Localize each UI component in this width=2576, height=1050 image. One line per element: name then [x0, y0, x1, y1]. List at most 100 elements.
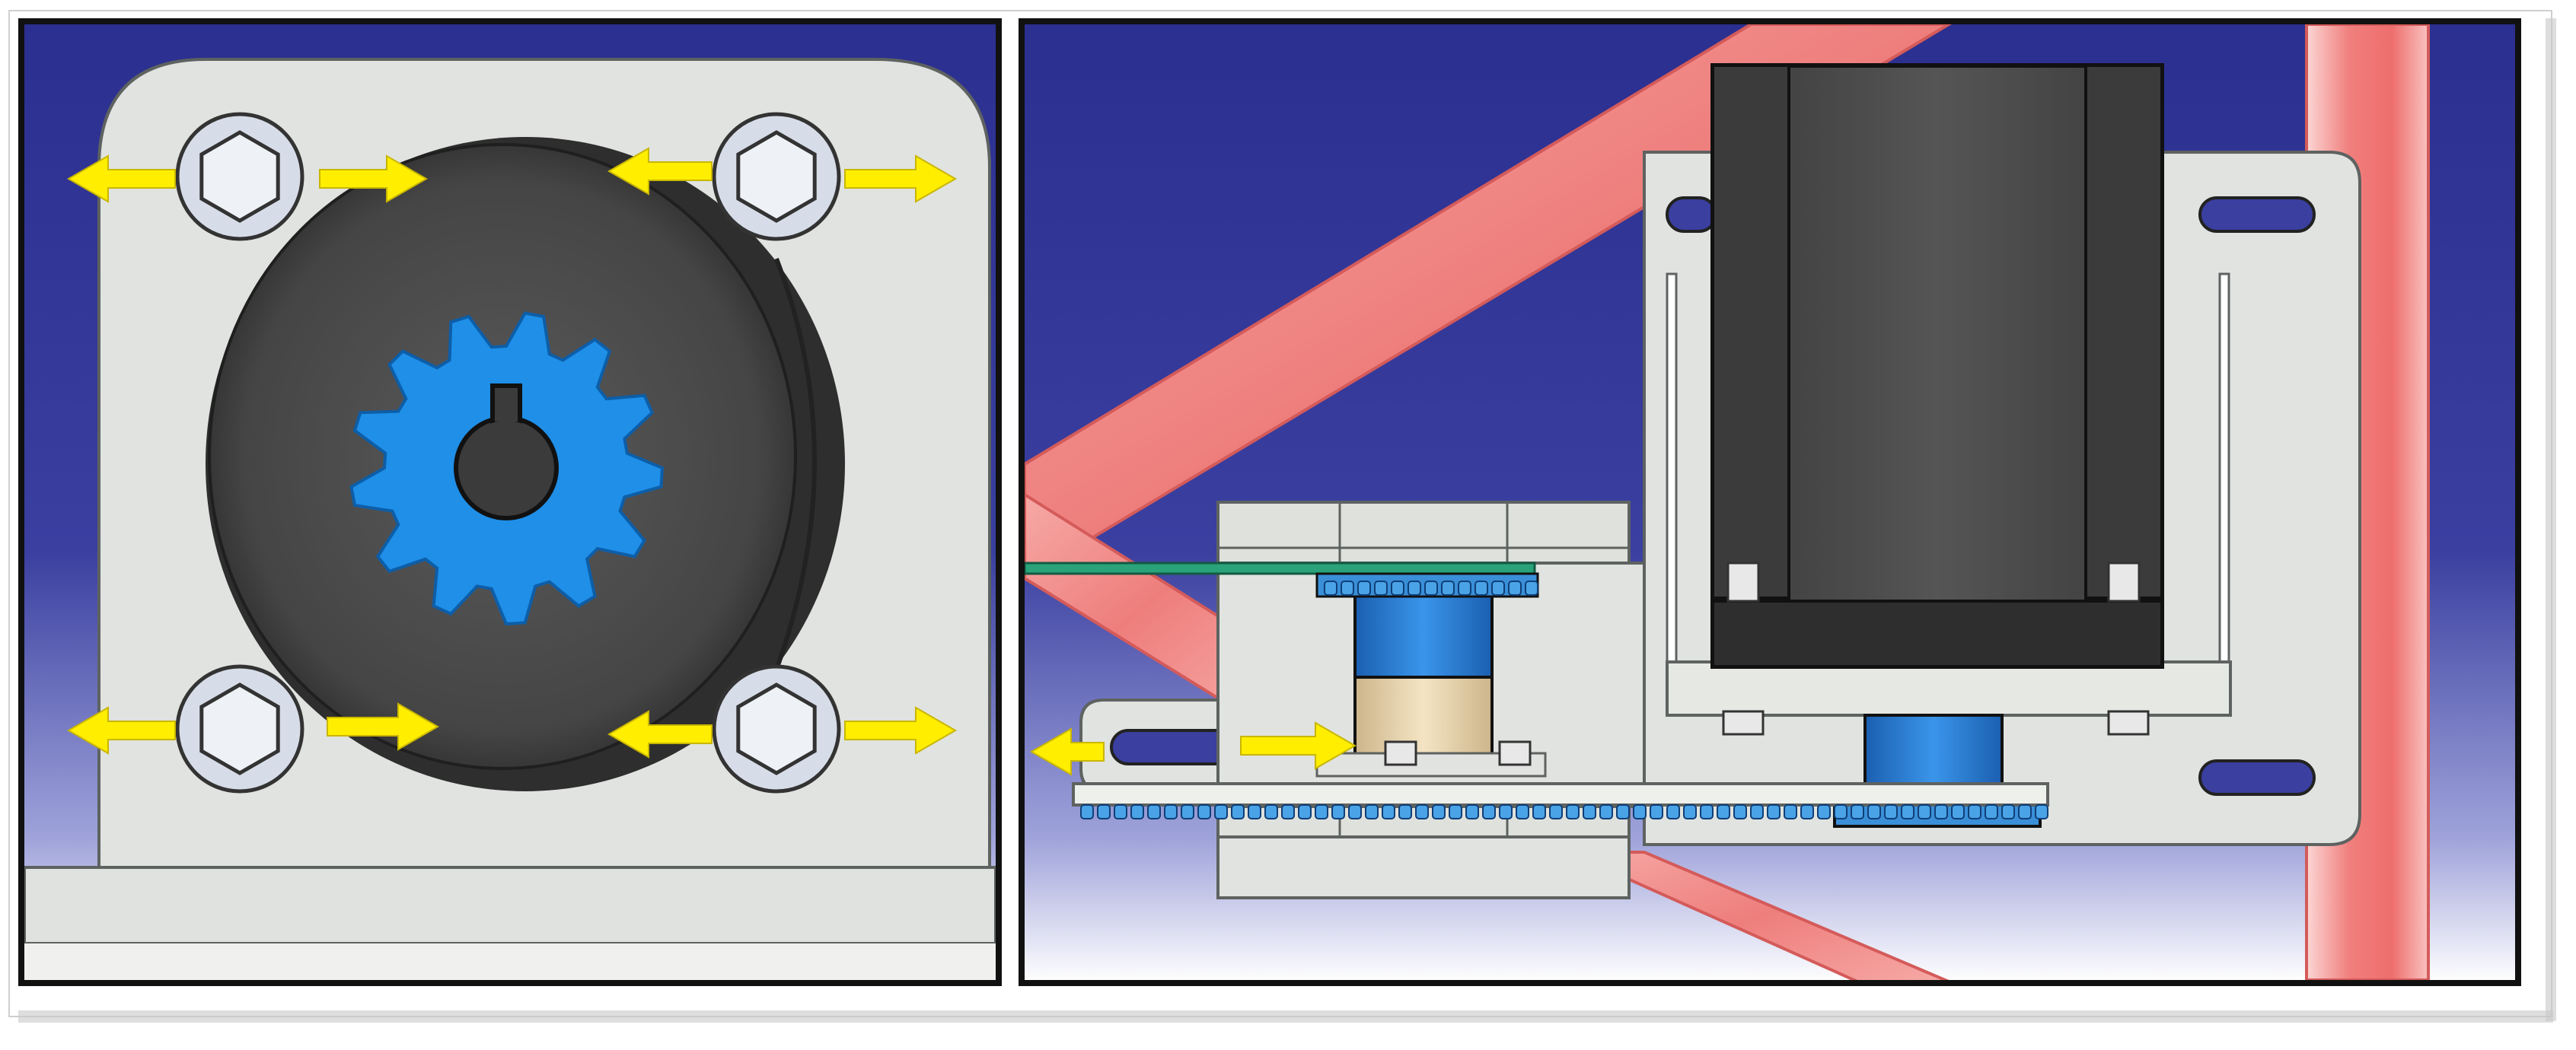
sprocket: [349, 311, 665, 626]
chain-link: [1918, 804, 1931, 819]
right-arrows: [1029, 721, 1357, 776]
chain-link: [1114, 804, 1127, 819]
chain-link: [1800, 804, 1814, 819]
chain-link: [1633, 804, 1647, 819]
chain-link: [1315, 804, 1328, 819]
chain-link: [1298, 804, 1312, 819]
chain-plate: [1072, 782, 2049, 807]
chain-link: [2035, 804, 2048, 819]
chain-link: [1549, 804, 1563, 819]
chain-link: [1851, 804, 1864, 819]
chain-link: [2001, 804, 2015, 819]
chain-link: [1197, 804, 1211, 819]
chain-link: [1458, 581, 1471, 596]
chain-link: [1599, 804, 1613, 819]
chain-link: [1767, 804, 1781, 819]
chain-link: [1499, 804, 1513, 819]
chain-link: [1867, 804, 1881, 819]
chain-link: [1164, 804, 1178, 819]
yellow-arrow: [66, 706, 176, 755]
chain: [1080, 581, 2048, 819]
chain-link: [1583, 804, 1596, 819]
chain-link: [1616, 804, 1630, 819]
yellow-arrow: [607, 147, 713, 196]
chain-link: [1750, 804, 1764, 819]
chain-link: [1525, 581, 1538, 596]
belt-guide: [1025, 562, 1536, 575]
chain-link: [1415, 804, 1429, 819]
chain-link: [1650, 804, 1663, 819]
chain-link: [1264, 804, 1278, 819]
chain-link: [1968, 804, 1981, 819]
chain-link: [1331, 804, 1345, 819]
chain-link: [1248, 804, 1261, 819]
chain-link: [1231, 804, 1245, 819]
motor-body: [1710, 63, 2164, 736]
chain-link: [1482, 804, 1496, 819]
chain-link: [1465, 804, 1479, 819]
yellow-arrow: [1240, 721, 1357, 770]
chain-link: [1733, 804, 1747, 819]
bolt: [175, 664, 304, 794]
chain-link: [1374, 581, 1388, 596]
bolt: [712, 664, 841, 794]
chain-link: [1097, 804, 1111, 819]
chain-link: [1130, 804, 1144, 819]
chain-link: [1951, 804, 1965, 819]
chain-link: [1717, 804, 1730, 819]
right-panel: [1019, 18, 2521, 986]
yellow-arrow: [607, 710, 713, 759]
chain-link: [1357, 581, 1371, 596]
chain-link: [1683, 804, 1697, 819]
chain-link: [1391, 581, 1404, 596]
chain-link: [1700, 804, 1714, 819]
yellow-arrow: [66, 154, 176, 203]
motor-screws: [1722, 562, 2150, 736]
chain-link: [1817, 804, 1831, 819]
chain-link: [1408, 581, 1421, 596]
chain-link: [2018, 804, 2032, 819]
chain-link: [1449, 804, 1462, 819]
plate-base: [24, 866, 996, 945]
chain-link: [1985, 804, 1998, 819]
left-panel: [18, 18, 1002, 986]
chain-link: [1475, 581, 1488, 596]
chain-link: [1532, 804, 1546, 819]
chain-link: [1934, 804, 1948, 819]
chain-link: [1424, 581, 1438, 596]
chain-link: [1365, 804, 1379, 819]
yellow-arrow: [1029, 727, 1105, 776]
chain-link: [1516, 804, 1529, 819]
chain-link: [1214, 804, 1228, 819]
chain-link: [1181, 804, 1194, 819]
chain-link: [1432, 804, 1446, 819]
motor-coupling: [1863, 714, 2004, 785]
chain-link: [1834, 804, 1848, 819]
yellow-arrow: [327, 702, 440, 751]
bolts: [175, 112, 841, 794]
left-arrows: [66, 147, 958, 759]
chain-link: [1382, 804, 1395, 819]
chain-link: [1281, 804, 1295, 819]
yellow-arrow: [844, 154, 958, 203]
bolt: [175, 112, 304, 241]
chain-link: [1901, 804, 1914, 819]
yellow-arrow: [319, 154, 429, 203]
chain-link: [1784, 804, 1797, 819]
chain-link: [1341, 581, 1354, 596]
bearing: [1315, 592, 1547, 778]
bolt: [712, 112, 841, 241]
chain-link: [1147, 804, 1161, 819]
chain-link: [1884, 804, 1898, 819]
chain-link: [1508, 581, 1522, 596]
chain-link: [1324, 581, 1337, 596]
chain-link: [1666, 804, 1680, 819]
yellow-arrow: [844, 706, 958, 755]
chain-link: [1080, 804, 1094, 819]
chain-link: [1348, 804, 1362, 819]
chain-link: [1566, 804, 1580, 819]
chain-link: [1398, 804, 1412, 819]
chain-link: [1491, 581, 1505, 596]
chain-link: [1441, 581, 1455, 596]
